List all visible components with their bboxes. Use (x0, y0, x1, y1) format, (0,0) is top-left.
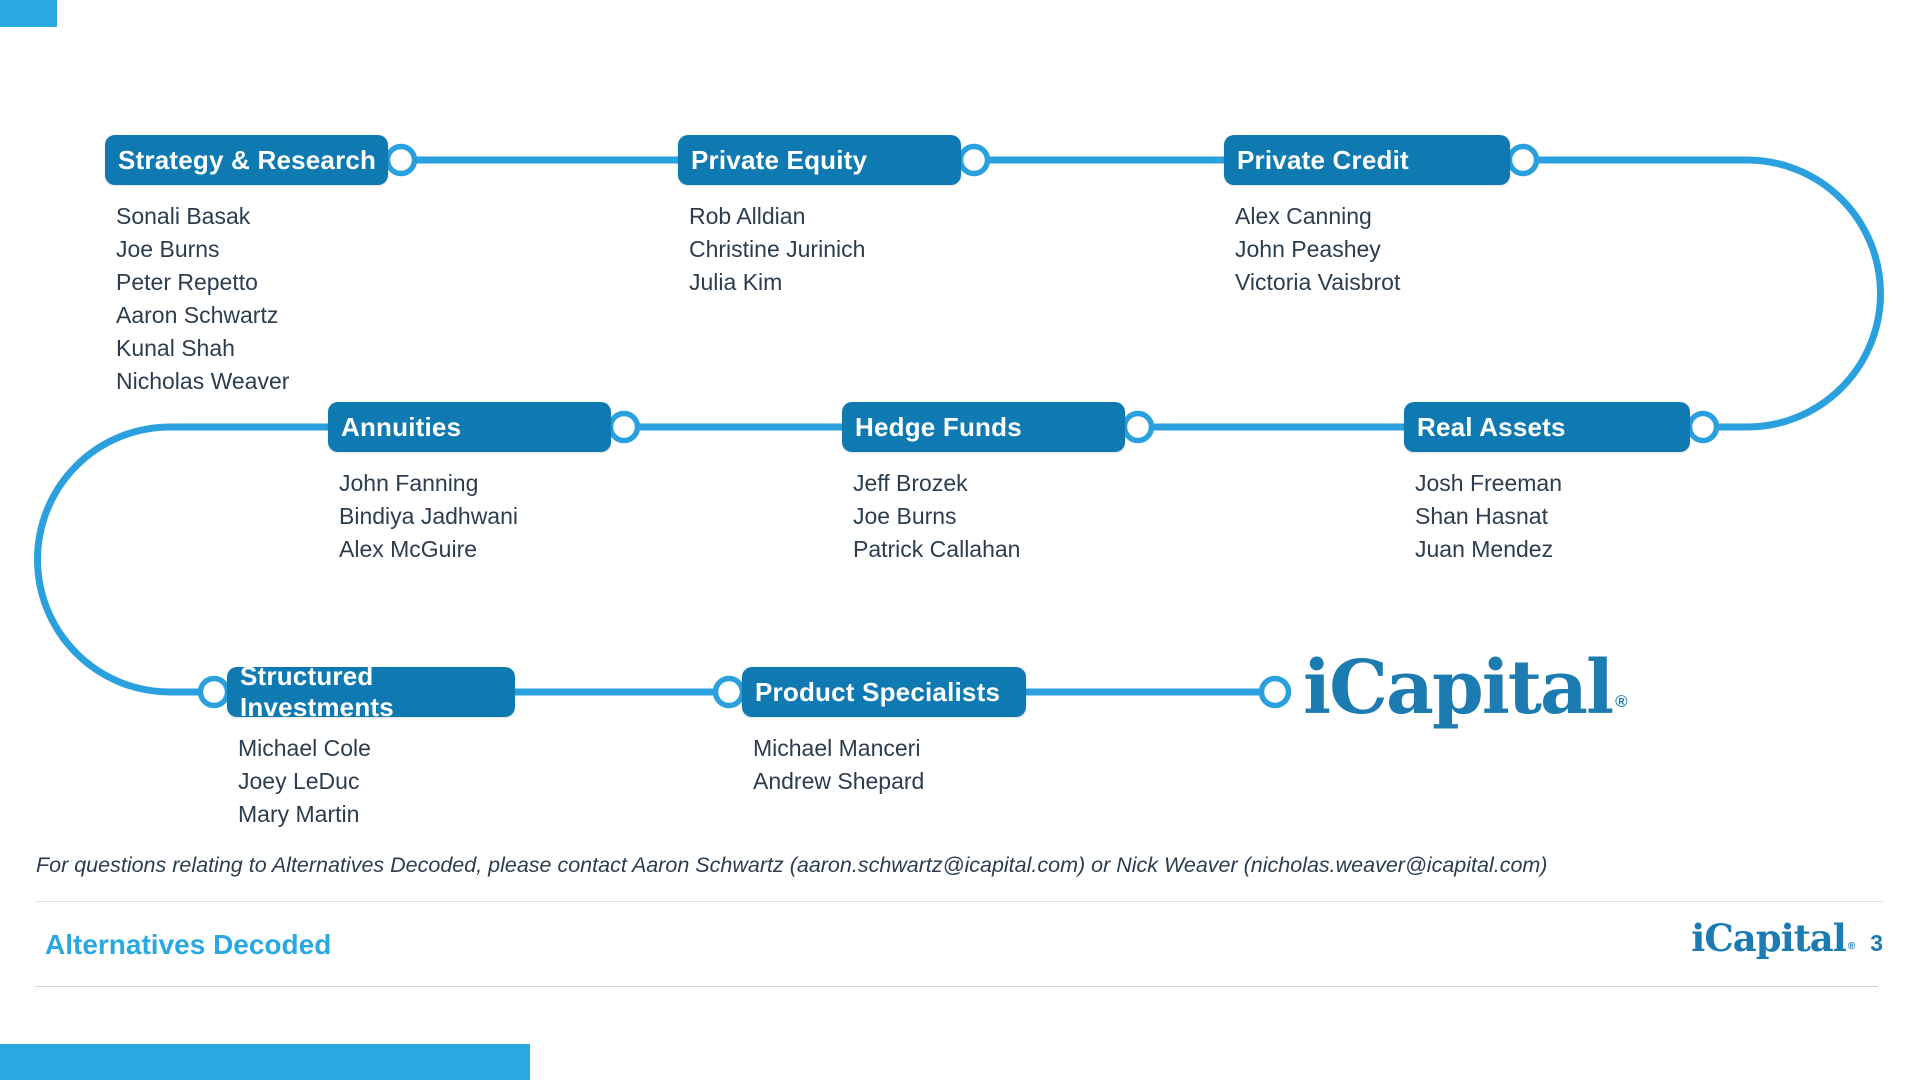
member-name: Bindiya Jadhwani (339, 503, 519, 529)
member-name: Michael Manceri (753, 735, 921, 761)
team-members-hedge-funds: Jeff Brozek Joe Burns Patrick Callahan (842, 467, 1125, 566)
team-box-private-credit: Private Credit (1224, 135, 1510, 185)
member-name: Joey LeDuc (238, 768, 360, 794)
icapital-logo-small: iCapital® (1691, 916, 1855, 960)
icapital-logo-large: iCapital® (1303, 645, 1628, 731)
team-group-product-specialists: Product Specialists Michael Manceri Andr… (742, 667, 1026, 798)
connector-node (1121, 410, 1155, 444)
member-name: Juan Mendez (1415, 536, 1554, 562)
team-label: Structured Investments (240, 661, 394, 722)
member-name: Jeff Brozek (853, 470, 968, 496)
team-members-product-specialists: Michael Manceri Andrew Shepard (742, 732, 1026, 798)
team-group-annuities: Annuities John Fanning Bindiya Jadhwani … (328, 402, 611, 566)
member-name: Patrick Callahan (853, 536, 1021, 562)
connector-end-node (1258, 675, 1292, 709)
connector-node (1686, 410, 1720, 444)
team-members-strategy-research: Sonali Basak Joe Burns Peter Repetto Aar… (105, 200, 388, 398)
member-name: John Fanning (339, 470, 479, 496)
member-name: Joe Burns (853, 503, 957, 529)
member-name: Christine Jurinich (689, 236, 866, 262)
member-name: Joe Burns (116, 236, 220, 262)
connector-node (197, 675, 231, 709)
team-members-private-credit: Alex Canning John Peashey Victoria Vaisb… (1224, 200, 1510, 299)
slide-series-title: Alternatives Decoded (45, 929, 332, 960)
top-left-accent-bar (0, 0, 57, 27)
footer-divider-bottom (35, 986, 1878, 987)
member-name: Aaron Schwartz (116, 302, 279, 328)
team-group-strategy-research: Strategy & Research Sonali Basak Joe Bur… (105, 135, 388, 398)
connector-node (957, 143, 991, 177)
team-label: Strategy & Research (118, 144, 377, 175)
member-name: Rob Alldian (689, 203, 806, 229)
member-name: Mary Martin (238, 801, 360, 827)
member-name: Victoria Vaisbrot (1235, 269, 1401, 295)
team-group-private-credit: Private Credit Alex Canning John Peashey… (1224, 135, 1510, 299)
team-label: Product Specialists (755, 676, 1001, 707)
member-name: Shan Hasnat (1415, 503, 1548, 529)
connector-node (607, 410, 641, 444)
team-box-structured-investments: Structured Investments (227, 661, 515, 722)
icapital-logo-text: iCapital (1303, 645, 1614, 731)
team-group-private-equity: Private Equity Rob Alldian Christine Jur… (678, 135, 961, 299)
member-name: Peter Repetto (116, 269, 258, 295)
connector-node (384, 143, 418, 177)
registered-mark: ® (1615, 692, 1628, 711)
team-box-product-specialists: Product Specialists (742, 667, 1026, 717)
team-group-hedge-funds: Hedge Funds Jeff Brozek Joe Burns Patric… (842, 402, 1125, 566)
member-name: Alex McGuire (339, 536, 478, 562)
member-name: Michael Cole (238, 735, 371, 761)
footer-brand-block: iCapital® 3 (1691, 916, 1883, 960)
footer-divider-top (35, 901, 1883, 902)
team-group-real-assets: Real Assets Josh Freeman Shan Hasnat Jua… (1404, 402, 1690, 566)
member-name: John Peashey (1235, 236, 1381, 262)
team-label: Annuities (341, 411, 462, 442)
team-label: Private Credit (1237, 144, 1409, 175)
team-box-private-equity: Private Equity (678, 135, 961, 185)
team-box-annuities: Annuities (328, 402, 611, 452)
member-name: Alex Canning (1235, 203, 1372, 229)
contact-note: For questions relating to Alternatives D… (36, 853, 1548, 877)
team-label: Real Assets (1417, 411, 1566, 442)
member-name: Josh Freeman (1415, 470, 1563, 496)
registered-mark: ® (1847, 941, 1855, 952)
team-group-structured-investments: Structured Investments Michael Cole Joey… (227, 661, 515, 831)
member-name: Nicholas Weaver (116, 368, 290, 394)
team-box-strategy-research: Strategy & Research (105, 135, 388, 185)
page-number: 3 (1870, 930, 1883, 956)
bottom-accent-bar (0, 1044, 530, 1080)
team-members-structured-investments: Michael Cole Joey LeDuc Mary Martin (227, 732, 515, 831)
team-label: Private Equity (691, 144, 868, 175)
team-box-real-assets: Real Assets (1404, 402, 1690, 452)
team-box-hedge-funds: Hedge Funds (842, 402, 1125, 452)
team-members-real-assets: Josh Freeman Shan Hasnat Juan Mendez (1404, 467, 1690, 566)
icapital-logo-text: iCapital (1691, 916, 1847, 960)
member-name: Andrew Shepard (753, 768, 925, 794)
member-name: Sonali Basak (116, 203, 251, 229)
member-name: Kunal Shah (116, 335, 235, 361)
member-name: Julia Kim (689, 269, 783, 295)
team-members-private-equity: Rob Alldian Christine Jurinich Julia Kim (678, 200, 961, 299)
connector-node (1506, 143, 1540, 177)
connector-node (712, 675, 746, 709)
team-members-annuities: John Fanning Bindiya Jadhwani Alex McGui… (328, 467, 611, 566)
team-label: Hedge Funds (855, 411, 1022, 442)
